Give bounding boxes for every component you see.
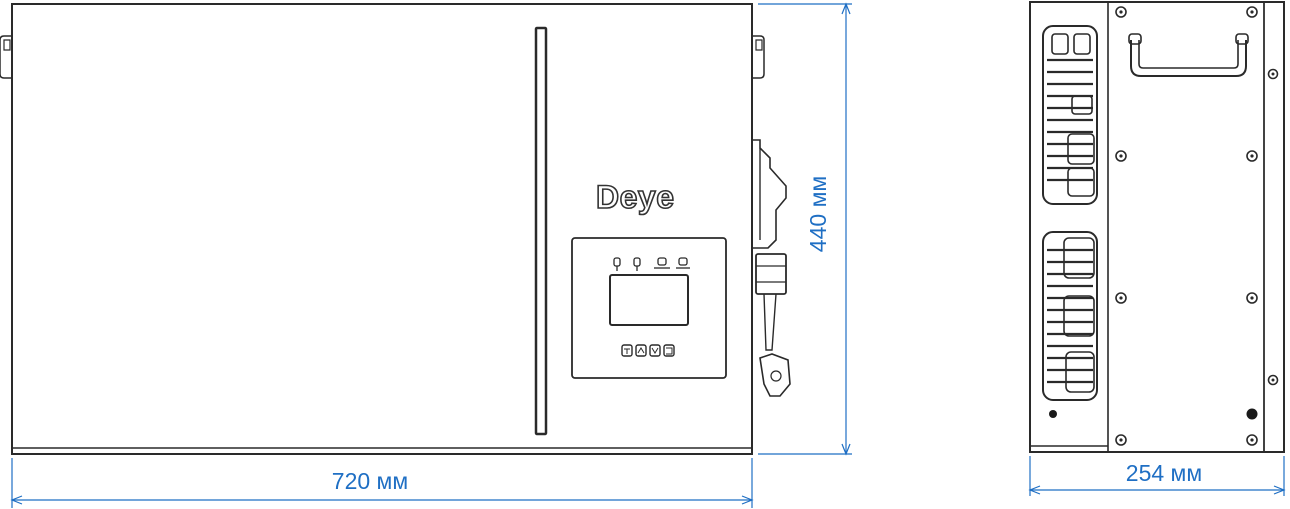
screw-icon xyxy=(1049,410,1057,418)
panel-button-icon xyxy=(635,344,647,357)
width-dimension-label: 720 мм xyxy=(332,468,408,494)
panel-buttons xyxy=(621,344,675,357)
control-panel xyxy=(571,237,727,379)
logo-text: Deye xyxy=(596,179,675,215)
depth-dimension: 254 мм xyxy=(1028,456,1286,496)
deye-logo: Deye xyxy=(595,178,675,216)
screw-icon xyxy=(1246,150,1258,162)
screw-icon xyxy=(1115,292,1127,304)
screw-icon xyxy=(1246,408,1258,420)
lcd-screen xyxy=(609,274,689,326)
side-switch-assembly xyxy=(752,139,791,397)
panel-button-icon xyxy=(663,344,675,357)
led-icon xyxy=(613,257,621,271)
screw-icon xyxy=(1267,68,1279,80)
screw-icon xyxy=(1115,434,1127,446)
front-cabinet xyxy=(11,3,753,455)
panel-button-icon xyxy=(649,344,661,357)
led-icon xyxy=(633,257,641,271)
carry-handle xyxy=(1128,33,1249,77)
upper-terminal-block xyxy=(1042,25,1098,205)
height-dimension-label: 440 мм xyxy=(805,176,831,252)
screw-icon xyxy=(1246,292,1258,304)
width-dimension: 720 мм xyxy=(10,458,754,508)
side-screws xyxy=(1049,6,1279,446)
lower-terminal-block xyxy=(1042,231,1098,401)
led-icon xyxy=(676,257,690,269)
screw-icon xyxy=(1246,6,1258,18)
panel-button-icon xyxy=(621,344,633,357)
front-view: Deye xyxy=(0,2,852,508)
depth-dimension-label: 254 мм xyxy=(1126,460,1202,486)
side-view: 254 мм xyxy=(1028,1,1286,496)
front-light-strip xyxy=(534,26,548,436)
led-icon xyxy=(654,257,670,269)
height-dimension: 440 мм xyxy=(758,2,852,456)
left-mount-bracket xyxy=(0,35,12,79)
screw-icon xyxy=(1115,6,1127,18)
indicator-leds xyxy=(613,257,690,271)
right-mount-bracket xyxy=(752,35,765,79)
screw-icon xyxy=(1246,434,1258,446)
screw-icon xyxy=(1115,150,1127,162)
screw-icon xyxy=(1267,374,1279,386)
